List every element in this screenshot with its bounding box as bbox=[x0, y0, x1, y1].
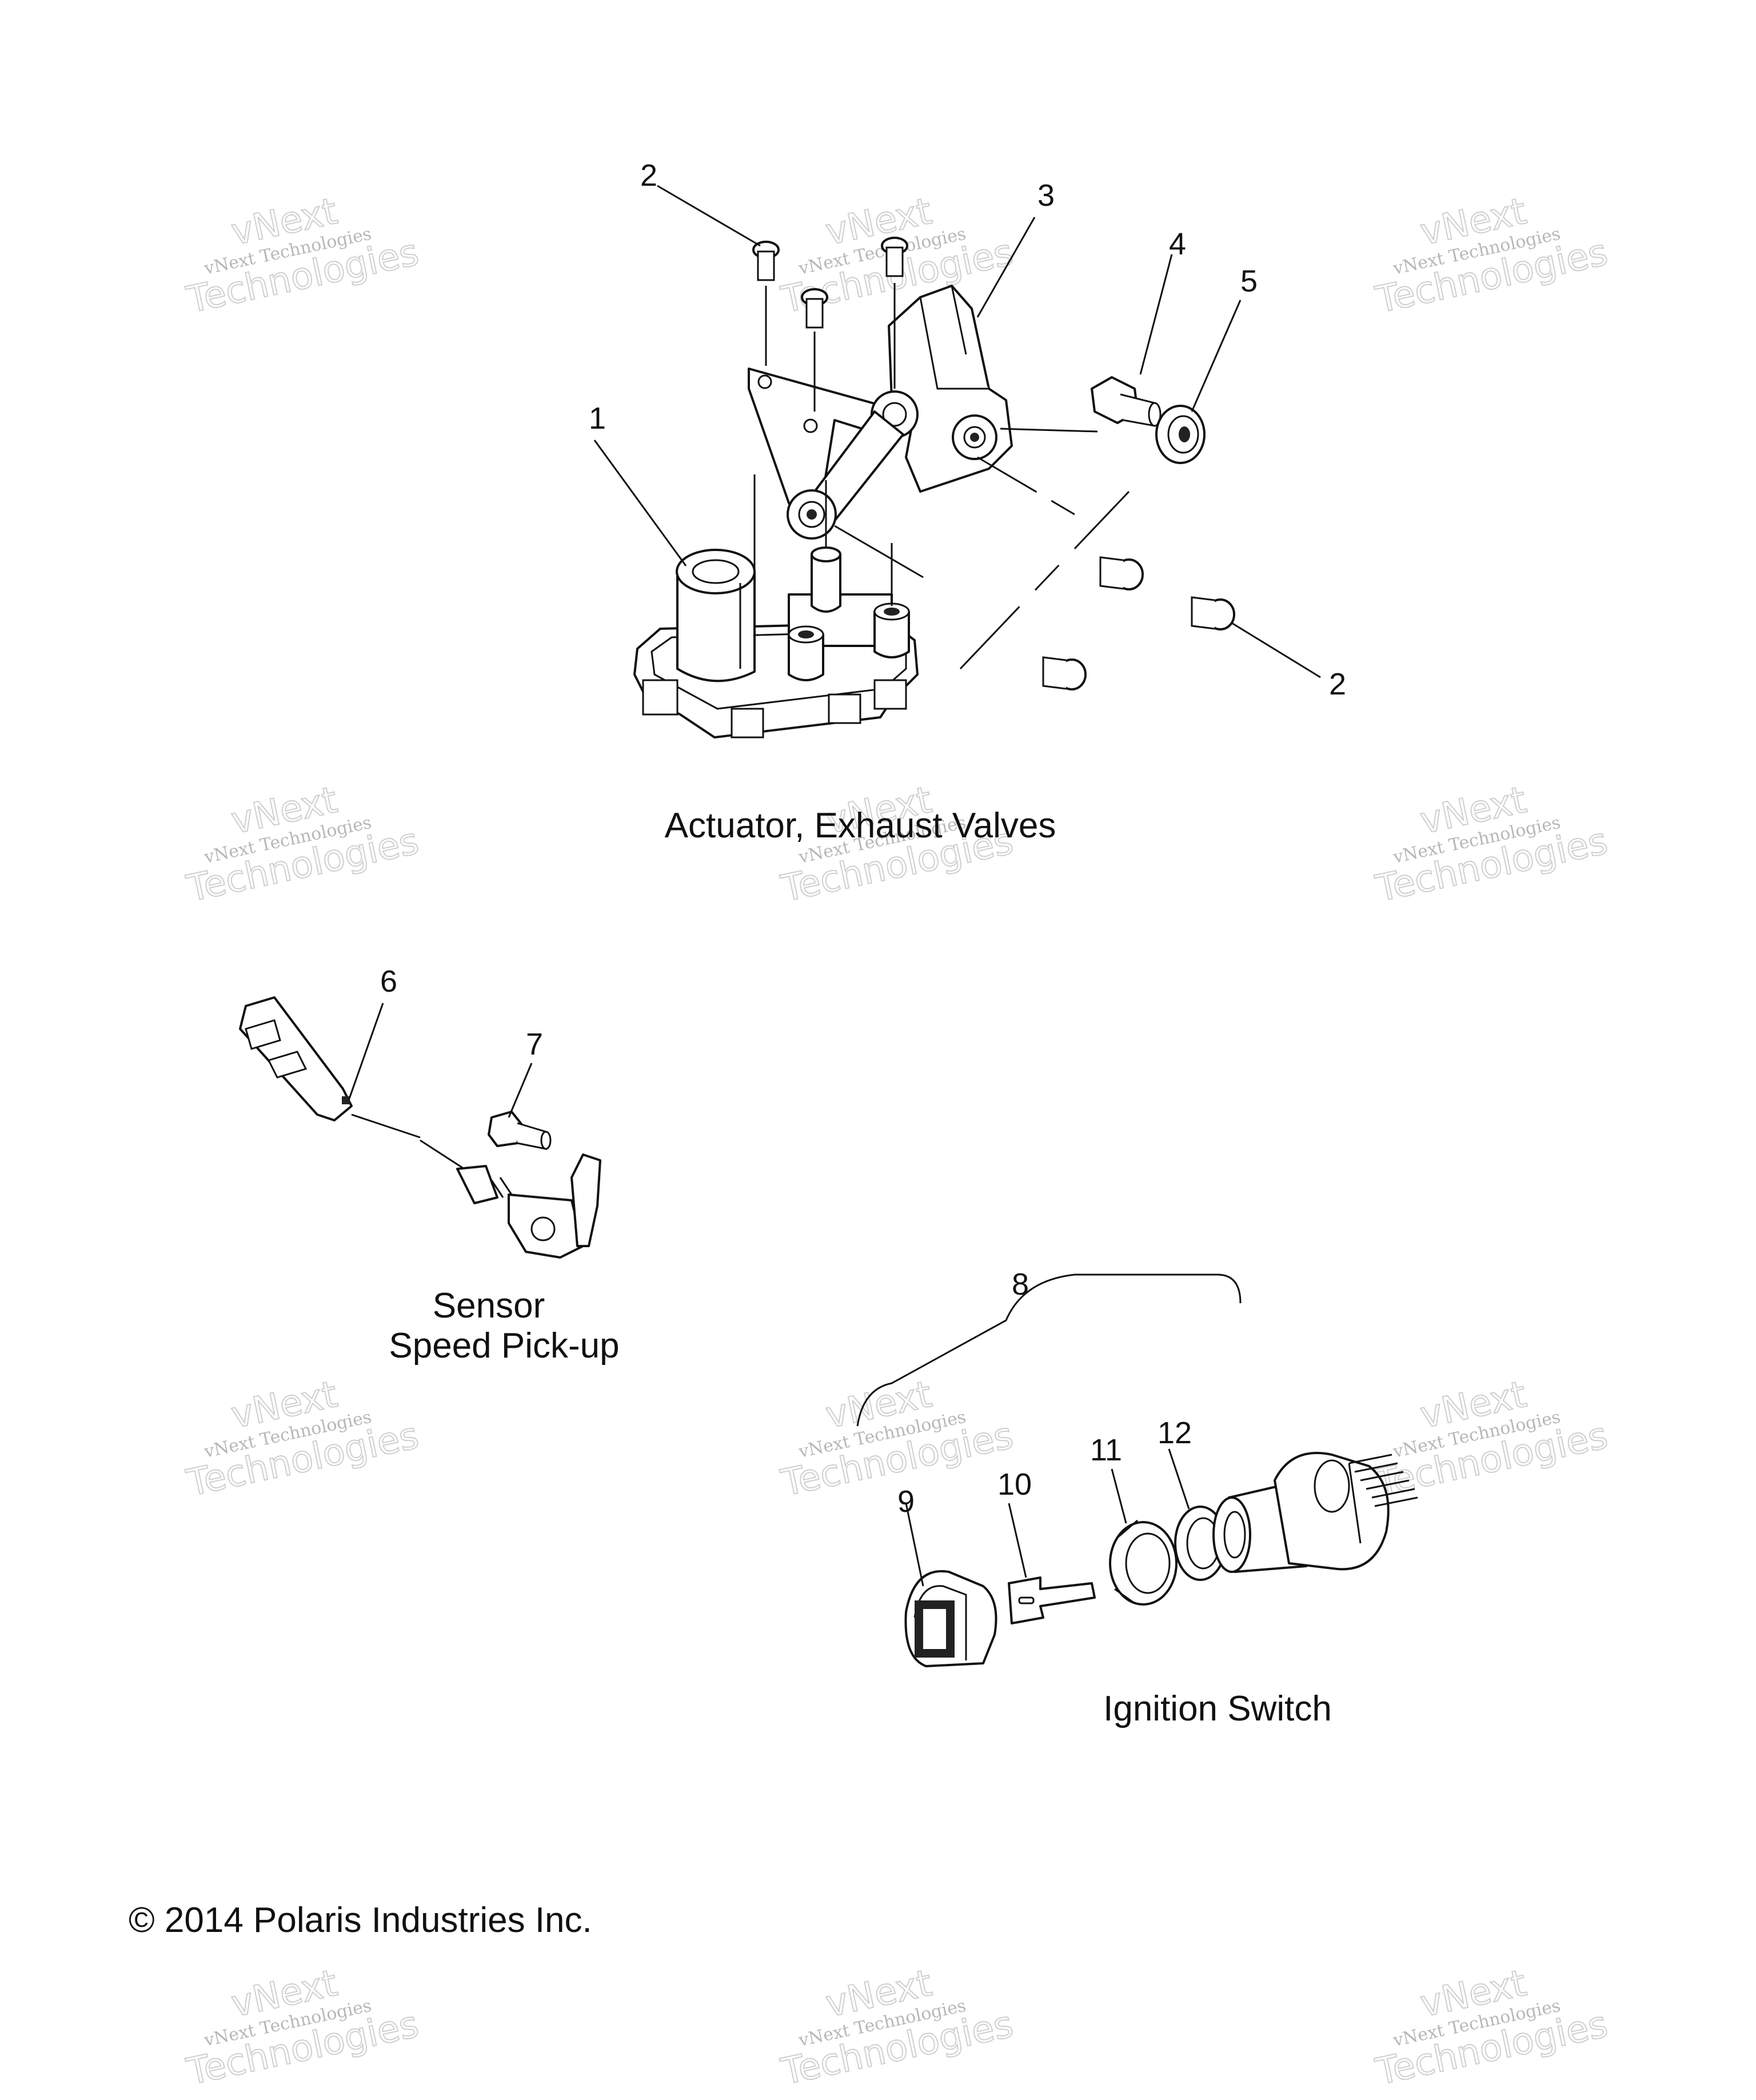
bolt-item-4 bbox=[1091, 376, 1162, 427]
watermark: vNext vNext Technologies Technologies bbox=[777, 1373, 1017, 1506]
watermark: vNext vNext Technologies Technologies bbox=[182, 1373, 423, 1506]
caption-sensor-line2: Speed Pick-up bbox=[389, 1326, 619, 1366]
speed-sensor bbox=[239, 996, 601, 1259]
watermark: vNext vNext Technologies Technologies bbox=[182, 778, 423, 911]
ignition-cap-item-9 bbox=[904, 1570, 997, 1667]
watermark: vNext vNext Technologies Technologies bbox=[777, 1962, 1017, 2094]
captions: Actuator, Exhaust Valves Sensor Speed Pi… bbox=[389, 806, 1332, 1728]
caption-sensor-line1: Sensor bbox=[433, 1286, 545, 1326]
callout-8: 8 bbox=[1012, 1267, 1029, 1301]
screw-top-2 bbox=[801, 288, 828, 329]
callout-12: 12 bbox=[1158, 1416, 1192, 1450]
screw-lower-1 bbox=[1099, 556, 1144, 590]
callout-2-top: 2 bbox=[640, 158, 657, 193]
screw-lower-2 bbox=[1191, 596, 1235, 630]
actuator-assembly bbox=[633, 237, 1235, 738]
caption-actuator: Actuator, Exhaust Valves bbox=[665, 806, 1056, 845]
callout-4: 4 bbox=[1169, 227, 1186, 261]
callout-1: 1 bbox=[589, 401, 606, 436]
screw-top-1 bbox=[752, 241, 780, 281]
callout-5: 5 bbox=[1240, 264, 1258, 298]
watermark: vNext vNext Technologies Technologies bbox=[1371, 1962, 1612, 2094]
ignition-switch-body bbox=[1212, 1452, 1418, 1573]
callout-6: 6 bbox=[380, 964, 397, 999]
actuator-bracket bbox=[748, 285, 1013, 540]
callout-10: 10 bbox=[997, 1467, 1032, 1502]
caption-ignition: Ignition Switch bbox=[1103, 1689, 1332, 1728]
watermarks: vNext vNext Technologies Technologies vN… bbox=[182, 190, 1612, 2094]
watermark: vNext vNext Technologies Technologies bbox=[182, 1962, 423, 2094]
callout-3: 3 bbox=[1037, 178, 1055, 213]
ignition-switch-assembly bbox=[856, 1273, 1418, 1667]
ignition-nut-item-11 bbox=[1109, 1519, 1178, 1606]
callout-2-right: 2 bbox=[1329, 667, 1346, 701]
assembly-lines bbox=[753, 283, 1130, 670]
callout-leaders bbox=[348, 185, 1321, 1587]
watermark: vNext vNext Technologies Technologies bbox=[182, 190, 423, 322]
callout-7: 7 bbox=[526, 1027, 543, 1061]
screw-lower-3 bbox=[1042, 656, 1087, 690]
ignition-key-item-10 bbox=[1008, 1576, 1096, 1624]
callout-numbers: 1 2 2 3 4 5 6 7 8 9 10 11 12 bbox=[380, 158, 1346, 1519]
bracket-brace bbox=[856, 1273, 1242, 1427]
callout-9: 9 bbox=[897, 1484, 915, 1519]
watermark: vNext vNext Technologies Technologies bbox=[1371, 190, 1612, 322]
actuator-body bbox=[633, 546, 919, 738]
callout-11: 11 bbox=[1090, 1433, 1122, 1467]
sensor-bolt-item-7 bbox=[488, 1111, 552, 1150]
copyright-notice: © 2014 Polaris Industries Inc. bbox=[129, 1901, 592, 1940]
screw-top-3 bbox=[881, 237, 908, 277]
grommet-item-5 bbox=[1155, 405, 1206, 464]
watermark: vNext vNext Technologies Technologies bbox=[1371, 778, 1612, 911]
